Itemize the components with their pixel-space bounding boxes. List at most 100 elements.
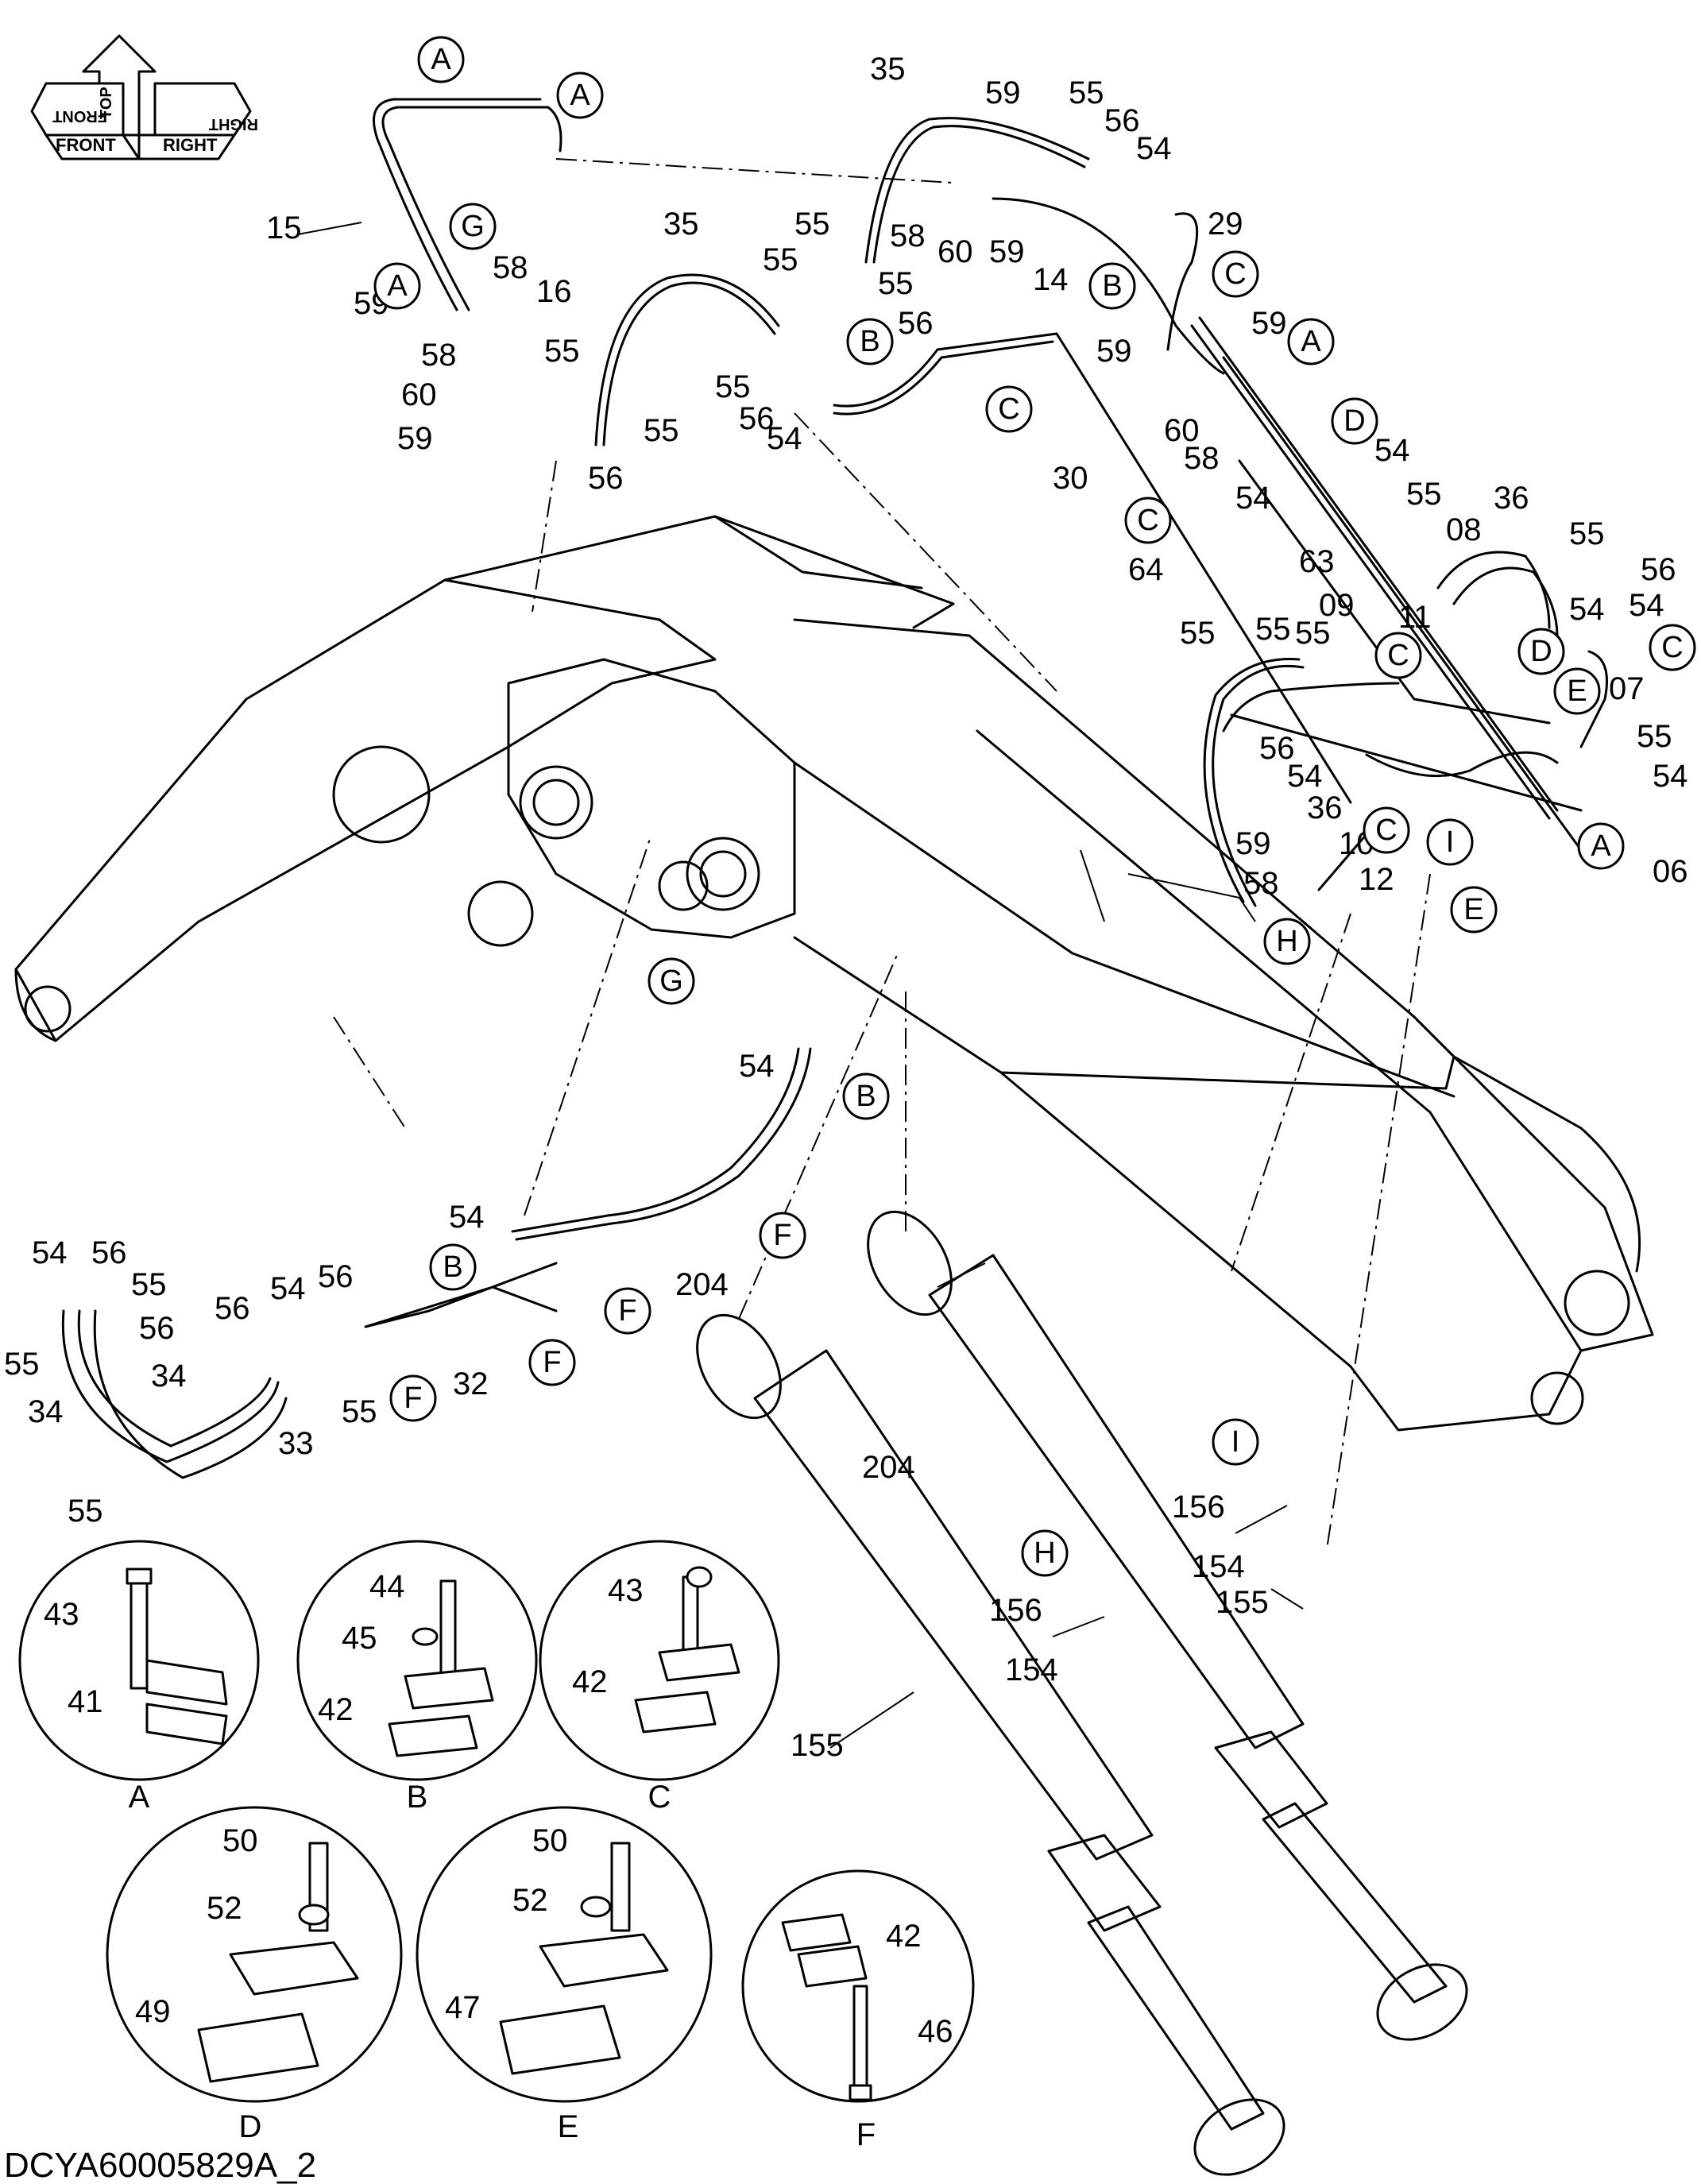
detail-e-caption: E <box>558 2109 579 2144</box>
detail-a: 43 41 A <box>18 1540 260 1815</box>
part-label: 54 <box>739 1049 775 1084</box>
callout-marker: H <box>1021 1529 1069 1577</box>
detail-d-washer-label: 52 <box>207 1891 242 1926</box>
svg-text:A: A <box>1591 829 1611 863</box>
part-label: 55 <box>715 369 751 404</box>
orientation-label-top: TOP <box>98 87 115 119</box>
part-label: 55 <box>342 1394 377 1429</box>
part-label: 56 <box>91 1235 127 1270</box>
svg-text:H: H <box>1276 925 1297 958</box>
hydraulic-lines <box>373 98 1608 907</box>
part-label: 36 <box>1307 790 1343 825</box>
part-label: 36 <box>1494 481 1529 516</box>
part-label: 58 <box>1184 441 1220 476</box>
svg-text:B: B <box>860 325 879 358</box>
part-label: 35 <box>870 52 906 87</box>
orientation-label-right-mirror: RIGHT <box>209 115 258 133</box>
part-label: 58 <box>493 250 528 285</box>
callout-marker: F <box>759 1212 806 1259</box>
callout-marker: A <box>556 72 604 119</box>
detail-f: 42 46 F <box>741 1869 975 2152</box>
part-label: 59 <box>1251 306 1287 341</box>
part-label: 55 <box>1255 612 1291 647</box>
part-label: 64 <box>1128 552 1164 587</box>
detail-f-clamp-label: 42 <box>886 1919 922 1954</box>
svg-text:A: A <box>570 79 590 112</box>
svg-text:C: C <box>998 392 1019 426</box>
svg-text:A: A <box>387 269 408 303</box>
part-label: 56 <box>139 1311 175 1346</box>
callout-marker: I <box>1212 1418 1259 1466</box>
callout-marker: C <box>1649 624 1696 671</box>
part-label: 06 <box>1653 854 1688 889</box>
callout-marker: E <box>1553 667 1601 715</box>
callout-marker: B <box>1088 262 1136 310</box>
svg-text:A: A <box>1301 325 1321 358</box>
detail-c-bolt-label: 43 <box>608 1573 644 1608</box>
part-label: 16 <box>536 274 572 309</box>
part-label: 54 <box>1653 759 1688 794</box>
part-label: 63 <box>1299 544 1335 579</box>
detail-a-caption: A <box>129 1780 150 1815</box>
svg-text:C: C <box>1387 639 1409 672</box>
detail-d: 50 52 49 D <box>106 1806 403 2144</box>
part-label: 55 <box>1406 477 1442 512</box>
part-label: 34 <box>28 1394 64 1429</box>
svg-text:B: B <box>1102 269 1122 303</box>
callout-marker: F <box>528 1339 576 1386</box>
part-label: 55 <box>794 207 830 242</box>
part-label: 29 <box>1208 207 1243 242</box>
part-label: 59 <box>989 234 1025 269</box>
detail-b-clamp-label: 42 <box>318 1692 354 1727</box>
detail-c-clamp-label: 42 <box>572 1664 608 1699</box>
part-label: 59 <box>985 75 1021 110</box>
detail-a-bolt-label: 43 <box>44 1597 79 1632</box>
part-label: 204 <box>862 1450 915 1485</box>
detail-c: 43 42 C <box>539 1540 780 1815</box>
callout-marker: C <box>1212 250 1259 298</box>
part-label: 54 <box>1374 433 1410 468</box>
part-label: 55 <box>1295 616 1331 651</box>
part-label: 54 <box>1629 588 1664 623</box>
detail-b-caption: B <box>407 1780 428 1815</box>
part-label: 156 <box>989 1593 1042 1628</box>
part-label: 07 <box>1609 671 1645 706</box>
part-label: 56 <box>588 461 624 496</box>
orientation-label-front-mirror: FRONT <box>52 107 107 125</box>
detail-e: 50 52 47 E <box>416 1806 713 2144</box>
part-label: 60 <box>401 377 437 412</box>
detail-views: 43 41 A 44 45 42 B 43 42 C <box>18 1540 975 2152</box>
part-label: 35 <box>663 207 699 242</box>
part-label: 54 <box>767 421 802 456</box>
part-label: 59 <box>397 421 433 456</box>
callout-marker: C <box>1374 632 1422 679</box>
part-label: 54 <box>270 1271 306 1306</box>
part-label: 60 <box>937 234 973 269</box>
svg-text:I: I <box>1231 1425 1240 1459</box>
part-label: 204 <box>675 1267 729 1302</box>
svg-text:H: H <box>1034 1537 1055 1570</box>
callout-marker: H <box>1263 918 1311 965</box>
svg-text:E: E <box>1567 675 1587 708</box>
svg-text:F: F <box>543 1346 561 1379</box>
callout-marker: C <box>1363 806 1410 854</box>
callout-marker: F <box>389 1374 437 1422</box>
detail-b-washer-label: 45 <box>342 1621 377 1656</box>
detail-b: 44 45 42 B <box>296 1540 538 1815</box>
detail-e-clamp-label: 47 <box>445 1990 481 2025</box>
svg-text:C: C <box>1137 504 1158 537</box>
part-label: 55 <box>763 242 798 277</box>
part-label: 56 <box>1641 552 1676 587</box>
part-label: 55 <box>878 266 914 301</box>
part-label: 56 <box>1259 731 1295 766</box>
part-label: 54 <box>32 1235 68 1270</box>
callout-marker: G <box>449 203 497 250</box>
part-label: 33 <box>278 1426 314 1461</box>
part-label: 54 <box>1287 759 1323 794</box>
detail-b-bolt-label: 44 <box>369 1569 405 1604</box>
part-label: 32 <box>453 1366 489 1401</box>
part-label: 55 <box>644 413 679 448</box>
detail-e-washer-label: 52 <box>512 1883 548 1918</box>
part-label: 156 <box>1172 1490 1225 1525</box>
part-label: 55 <box>1637 719 1672 754</box>
